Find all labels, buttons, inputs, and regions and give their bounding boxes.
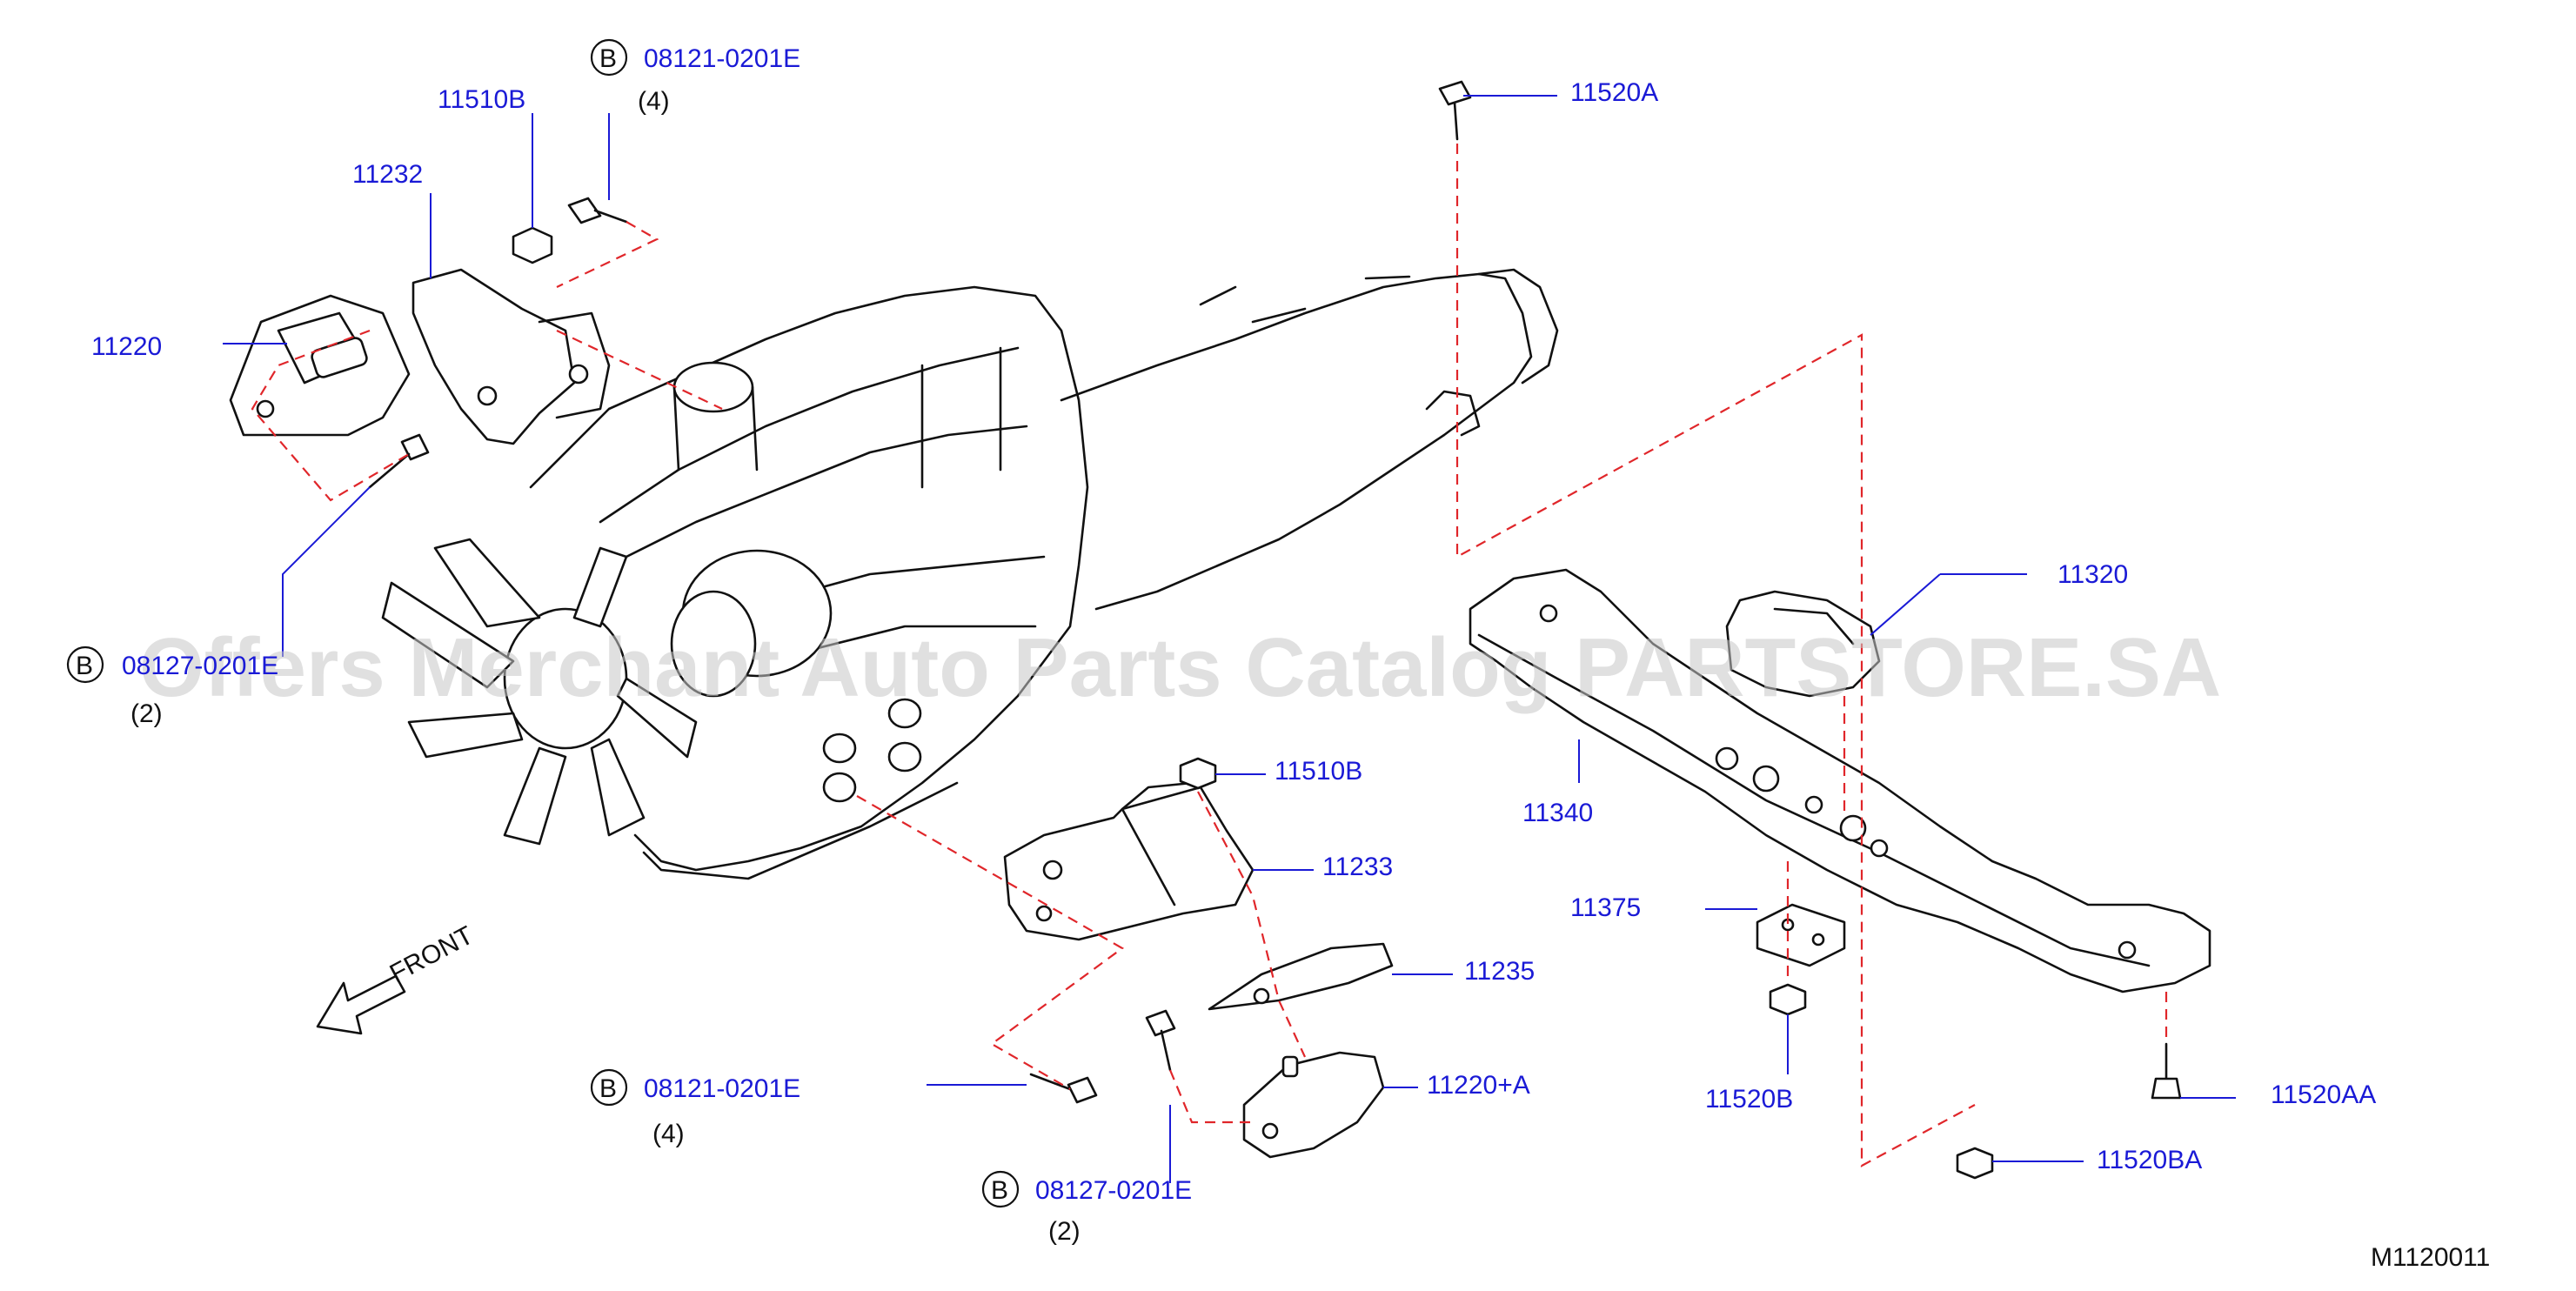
label-11232[interactable]: 11232 [352,160,423,189]
bolt-symbol-circle-mid [590,1068,628,1107]
qty-08127-left: (2) [130,699,163,728]
bolt-symbol-circle-bottom [981,1170,1020,1208]
left-mount-group [229,197,628,489]
label-08127-bottom[interactable]: 08127-0201E [1035,1176,1192,1205]
label-11520AA[interactable]: 11520AA [2271,1080,2376,1109]
bolt-symbol-circle-top [590,38,628,77]
label-11510B-top[interactable]: 11510B [438,85,525,114]
label-11220A[interactable]: 11220+A [1427,1071,1530,1100]
label-08121-top[interactable]: 08121-0201E [644,44,800,73]
dashed-guides [251,144,2168,1167]
qty-08121-top: (4) [638,87,670,116]
engine-assembly [381,268,1559,880]
label-11340[interactable]: 11340 [1522,799,1593,827]
bolt-symbol-top: B [599,44,617,73]
bolt-symbol-left: B [76,652,93,680]
leader-lines [223,95,2236,1183]
label-11375[interactable]: 11375 [1570,893,1641,922]
bolt-symbol-circle-left [66,646,104,684]
label-11520B[interactable]: 11520B [1705,1085,1793,1114]
front-arrow: FRONT [316,921,478,1035]
crossmember-group [1438,80,2211,1180]
diagram-code: M1120011 [2371,1243,2490,1272]
label-08127-left[interactable]: 08127-0201E [122,652,278,680]
bolt-symbol-bottom: B [991,1176,1008,1205]
label-11235[interactable]: 11235 [1464,957,1535,986]
qty-08127-bottom: (2) [1048,1217,1081,1246]
label-11520A[interactable]: 11520A [1570,78,1658,107]
label-11320[interactable]: 11320 [2057,560,2128,589]
right-mount-group [1003,757,1394,1159]
bolt-symbol-mid: B [599,1074,617,1103]
label-11520BA[interactable]: 11520BA [2097,1146,2202,1174]
label-11220[interactable]: 11220 [91,332,162,361]
label-08121-bottom[interactable]: 08121-0201E [644,1074,800,1103]
label-11510B-bottom[interactable]: 11510B [1275,757,1362,786]
watermark: Offers Merchant Auto Parts Catalog PARTS… [139,621,2221,714]
front-label: FRONT [385,921,478,989]
qty-08121-bottom: (4) [652,1120,685,1148]
cooling-fan [381,538,698,846]
label-11233[interactable]: 11233 [1322,853,1393,881]
